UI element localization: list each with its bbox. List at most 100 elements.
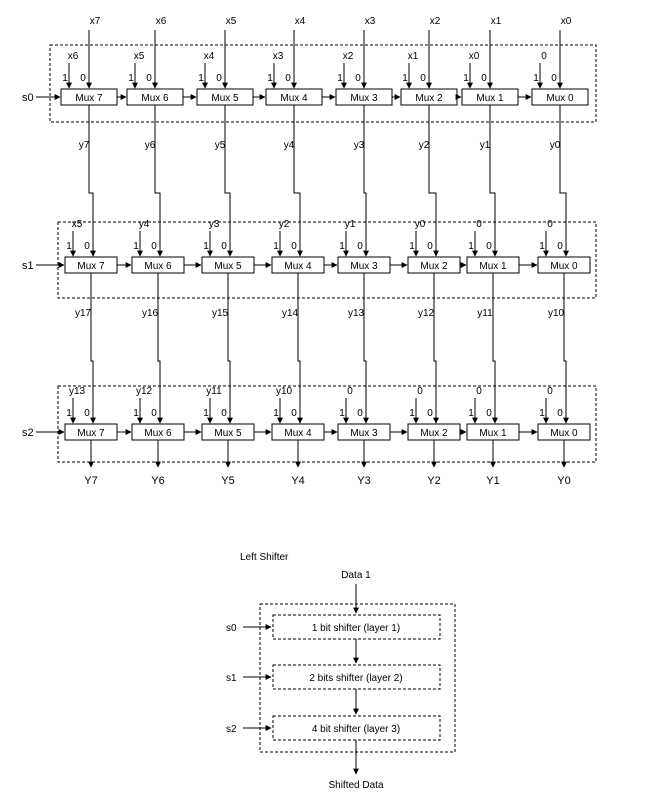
mux-label: Mux 4 — [280, 93, 308, 104]
layer-label: 1 bit shifter (layer 1) — [312, 623, 400, 634]
mux-side-input-label: 0 — [347, 386, 353, 397]
mux-port-1-label: 1 — [66, 241, 72, 252]
mux-side-input-label: x4 — [204, 51, 215, 62]
mux-label: Mux 3 — [350, 428, 378, 439]
mux-port-1-label: 1 — [62, 73, 68, 84]
mux-port-0-label: 0 — [357, 408, 363, 419]
mux-port-1-label: 1 — [468, 408, 474, 419]
mux-input-0-wire — [559, 105, 569, 257]
mux-port-0-label: 0 — [84, 241, 90, 252]
mux-side-input-label: 0 — [547, 386, 553, 397]
mux-input-0-wire — [224, 105, 233, 257]
layer-label: 2 bits shifter (layer 2) — [309, 673, 402, 684]
mux-port-1-label: 1 — [468, 241, 474, 252]
select-label: s2 — [22, 427, 34, 439]
mux-port-0-label: 0 — [291, 241, 297, 252]
stage-output-label: y7 — [79, 140, 90, 151]
shifter-layer: 2 bits shifter (layer 2) s1 — [226, 664, 441, 715]
layer-label: 4 bit shifter (layer 3) — [312, 724, 400, 735]
mux-port-0-label: 0 — [481, 73, 487, 84]
mux-port-1-label: 1 — [133, 408, 139, 419]
mux-port-0-label: 0 — [557, 241, 563, 252]
mux-label: Mux 2 — [420, 261, 448, 272]
stage-output-label: y13 — [348, 308, 365, 319]
stage-output-label: y0 — [550, 140, 561, 151]
data-input-label: x2 — [430, 16, 441, 27]
stage-frame — [57, 385, 597, 463]
mux-port-1-label: 1 — [198, 73, 204, 84]
mux-side-input-label: y2 — [279, 219, 290, 230]
mux-side-input-label: y3 — [209, 219, 220, 230]
mux-port-1-label: 1 — [203, 241, 209, 252]
mux-side-input-label: x5 — [134, 51, 145, 62]
mux-side-input-label: y0 — [415, 219, 426, 230]
mux-label: Mux 1 — [479, 261, 507, 272]
mux-side-input-label: y12 — [136, 386, 153, 397]
shifter-layer: 1 bit shifter (layer 1) s0 — [226, 614, 441, 664]
layer-select-label: s1 — [226, 673, 237, 684]
data-output-label: Shifted Data — [328, 780, 383, 791]
stage-output-label: y14 — [282, 308, 299, 319]
mux-port-1-label: 1 — [133, 241, 139, 252]
final-output-label: Y7 — [84, 475, 97, 487]
mux-input-0-wire — [428, 105, 439, 257]
mux-port-0-label: 0 — [420, 73, 426, 84]
mux-port-1-label: 1 — [203, 408, 209, 419]
stage-output-label: y3 — [354, 140, 365, 151]
stage-output-label: y4 — [284, 140, 295, 151]
layer-box — [272, 614, 441, 640]
data-input-label: x7 — [90, 16, 101, 27]
mux-input-0-wire — [489, 105, 498, 257]
mux-port-0-label: 0 — [151, 241, 157, 252]
mux-port-1-label: 1 — [339, 408, 345, 419]
mux-port-0-label: 0 — [427, 241, 433, 252]
mux-port-0-label: 0 — [427, 408, 433, 419]
final-output-label: Y4 — [291, 475, 304, 487]
mux-port-1-label: 1 — [409, 408, 415, 419]
mux-port-1-label: 1 — [66, 408, 72, 419]
mux-side-input-label: y1 — [345, 219, 356, 230]
mux-port-0-label: 0 — [285, 73, 291, 84]
stage-output-label: y11 — [477, 308, 493, 319]
mux-label: Mux 7 — [77, 261, 105, 272]
mux-label: Mux 6 — [144, 261, 172, 272]
mux-side-input-label: y10 — [276, 386, 293, 397]
mux-port-0-label: 0 — [357, 241, 363, 252]
data-input-label: x6 — [156, 16, 167, 27]
mux-port-1-label: 1 — [273, 408, 279, 419]
mux-port-0-label: 0 — [486, 241, 492, 252]
mux-input-0-wire — [88, 105, 96, 257]
stage-output-label: y2 — [419, 140, 430, 151]
mux-input-0-wire — [297, 273, 303, 424]
mux-label: Mux 5 — [214, 428, 242, 439]
data-input-label: x1 — [491, 16, 502, 27]
mux-side-input-label: 0 — [476, 219, 482, 230]
layer-select-label: s0 — [226, 623, 237, 634]
mux-port-1-label: 1 — [339, 241, 345, 252]
mux-side-input-label: 0 — [547, 219, 553, 230]
mux-input-0-wire — [90, 273, 96, 424]
mux-label: Mux 4 — [284, 428, 312, 439]
block-diagram-title: Left Shifter — [240, 552, 289, 563]
mux-label: Mux 2 — [420, 428, 448, 439]
stage-output-label: y6 — [145, 140, 156, 151]
mux-side-input-label: x0 — [469, 51, 480, 62]
stage-output-label: y10 — [548, 308, 565, 319]
mux-port-1-label: 1 — [539, 241, 545, 252]
